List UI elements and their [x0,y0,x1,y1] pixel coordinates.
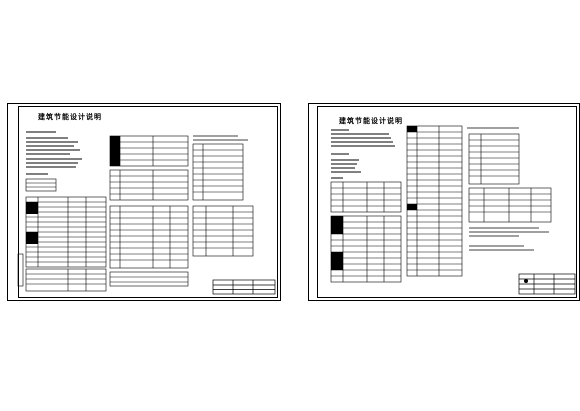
left-sheet-title: 建筑节能设计说明 [38,113,102,121]
left-drawing-sheet: 建筑节能设计说明 [7,103,281,301]
right-drawing-sheet: 建筑节能设计说明 [308,103,580,301]
left-sheet-content [17,131,276,295]
right-sheet-title: 建筑节能设计说明 [339,117,403,125]
right-sheet-content [330,125,576,295]
right-sheet-border [317,106,577,298]
left-sheet-border [18,106,278,298]
